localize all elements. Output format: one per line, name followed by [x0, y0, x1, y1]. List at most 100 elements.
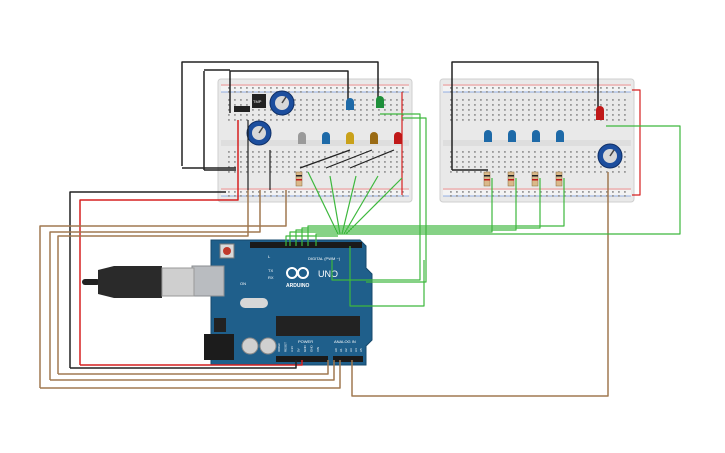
- breadboard-hole: [366, 91, 368, 93]
- breadboard-hole: [384, 109, 386, 111]
- breadboard-hole: [516, 171, 518, 173]
- breadboard-hole: [324, 156, 326, 158]
- breadboard-hole: [492, 109, 494, 111]
- led-blue-1[interactable]: [322, 132, 330, 144]
- breadboard-hole: [618, 87, 620, 89]
- breadboard-hole: [294, 166, 296, 168]
- on-label: ON: [240, 281, 246, 286]
- breadboard-hole: [276, 119, 278, 121]
- usb-cable[interactable]: [82, 266, 195, 298]
- breadboard-hole: [360, 166, 362, 168]
- breadboard-hole: [450, 166, 452, 168]
- led-blue-r2[interactable]: [508, 130, 516, 142]
- breadboard-hole: [588, 171, 590, 173]
- breadboard-hole: [312, 91, 314, 93]
- led-red-right[interactable]: [596, 106, 604, 120]
- breadboard-hole: [516, 156, 518, 158]
- breadboard-hole: [318, 91, 320, 93]
- breadboard-hole: [540, 87, 542, 89]
- breadboard-hole: [540, 161, 542, 163]
- breadboard-hole: [564, 104, 566, 106]
- breadboard-hole: [570, 99, 572, 101]
- breadboard-hole: [390, 195, 392, 197]
- breadboard-hole: [510, 166, 512, 168]
- arduino-uno[interactable]: ARDUINO UNO DIGITAL (PWM ~) TX RX L ON P…: [191, 239, 373, 366]
- breadboard-hole: [498, 104, 500, 106]
- pin-label: A2: [344, 348, 348, 352]
- pin-label: 3.3V: [290, 346, 294, 352]
- potentiometer-2[interactable]: [246, 120, 272, 146]
- breadboard-hole: [624, 109, 626, 111]
- breadboard-hole: [462, 166, 464, 168]
- led-yellow[interactable]: [346, 132, 354, 144]
- slide-switch[interactable]: [234, 106, 250, 112]
- breadboard-hole: [264, 119, 266, 121]
- breadboard-hole: [336, 195, 338, 197]
- breadboard-hole: [288, 114, 290, 116]
- breadboard-hole: [588, 191, 590, 193]
- breadboard-hole: [330, 99, 332, 101]
- led-red-1[interactable]: [394, 132, 402, 144]
- breadboard-hole: [528, 171, 530, 173]
- led-brown[interactable]: [370, 132, 378, 144]
- breadboard-hole: [510, 104, 512, 106]
- breadboard-hole: [564, 109, 566, 111]
- breadboard-hole: [486, 99, 488, 101]
- breadboard-hole: [516, 104, 518, 106]
- breadboard-hole: [576, 166, 578, 168]
- breadboard-hole: [390, 119, 392, 121]
- breadboard-hole: [240, 104, 242, 106]
- breadboard-hole: [240, 161, 242, 163]
- breadboard-hole: [618, 91, 620, 93]
- led-gray[interactable]: [298, 132, 306, 144]
- breadboard-hole: [360, 109, 362, 111]
- breadboard-hole: [312, 119, 314, 121]
- breadboard-hole: [342, 156, 344, 158]
- breadboard-hole: [570, 161, 572, 163]
- led-blue-r3[interactable]: [532, 130, 540, 142]
- breadboard-hole: [528, 195, 530, 197]
- breadboard-hole: [576, 156, 578, 158]
- breadboard-hole: [582, 171, 584, 173]
- resistor-left[interactable]: [295, 171, 303, 187]
- analog-header: [333, 356, 363, 362]
- breadboard-hole: [318, 151, 320, 153]
- breadboard-hole: [264, 171, 266, 173]
- breadboard-hole: [372, 195, 374, 197]
- breadboard-hole: [282, 195, 284, 197]
- jumpers-left: [247, 120, 395, 190]
- breadboard-hole: [294, 99, 296, 101]
- resistors-right[interactable]: [483, 171, 563, 187]
- breadboard-hole: [234, 161, 236, 163]
- pin-label: A3: [349, 348, 353, 352]
- breadboard-hole: [288, 166, 290, 168]
- breadboard-hole: [342, 151, 344, 153]
- breadboard-hole: [462, 99, 464, 101]
- led-blue-r1[interactable]: [484, 130, 492, 142]
- led-blue-r4[interactable]: [556, 130, 564, 142]
- breadboard-hole: [372, 109, 374, 111]
- breadboard-hole: [246, 104, 248, 106]
- power-header: [276, 356, 328, 362]
- breadboard-hole: [582, 195, 584, 197]
- breadboard-hole: [402, 91, 404, 93]
- breadboard-hole: [522, 114, 524, 116]
- breadboard-hole: [582, 151, 584, 153]
- breadboard-hole: [282, 151, 284, 153]
- power-jack: [204, 334, 234, 360]
- potentiometer-1[interactable]: [269, 90, 295, 116]
- breadboard-hole: [510, 191, 512, 193]
- breadboard-hole: [570, 156, 572, 158]
- breadboard-hole: [588, 119, 590, 121]
- led-green-top[interactable]: [376, 96, 384, 108]
- potentiometer-3[interactable]: [597, 143, 623, 169]
- breadboard-hole: [246, 87, 248, 89]
- breadboard-hole: [228, 114, 230, 116]
- tmp-sensor[interactable]: TMP: [252, 94, 266, 108]
- breadboard-hole: [558, 104, 560, 106]
- led-blue-top[interactable]: [346, 98, 354, 110]
- breadboard-hole: [258, 151, 260, 153]
- rx-label: RX: [268, 275, 274, 280]
- breadboard-hole: [312, 156, 314, 158]
